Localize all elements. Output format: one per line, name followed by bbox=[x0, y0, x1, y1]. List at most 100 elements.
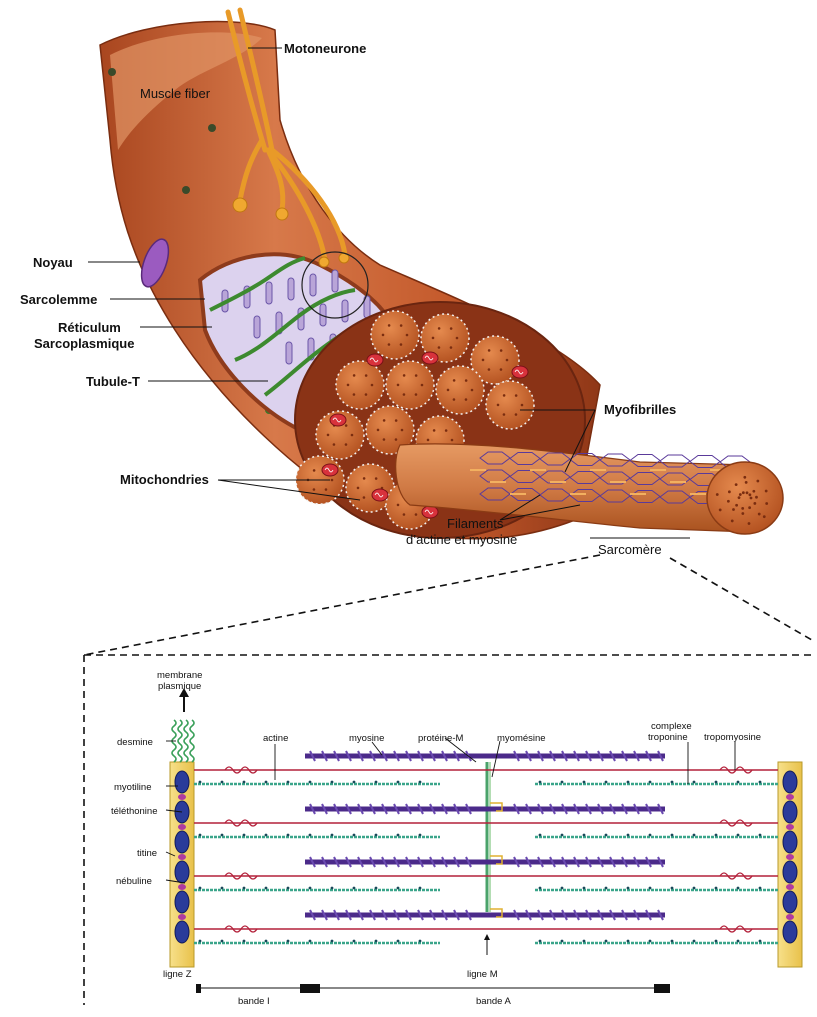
troponin-dot bbox=[331, 887, 334, 890]
myofibril-dot bbox=[383, 419, 386, 422]
label-titine: titine bbox=[137, 848, 157, 859]
label-sarcolemme: Sarcolemme bbox=[20, 292, 97, 307]
z-disc-protein bbox=[783, 921, 797, 943]
myofibril-dot bbox=[503, 413, 506, 416]
reticulum-loop bbox=[310, 274, 316, 296]
troponin-dot bbox=[309, 940, 312, 943]
label-desmine: desmine bbox=[117, 737, 153, 748]
reticulum-loop bbox=[266, 282, 272, 304]
myofibril-dot bbox=[415, 374, 418, 377]
troponin-dot bbox=[375, 940, 378, 943]
troponin-dot bbox=[715, 781, 718, 784]
troponin-dot bbox=[561, 887, 564, 890]
telethonin-blob bbox=[178, 914, 186, 920]
end-dot bbox=[742, 491, 745, 494]
desmin-strand bbox=[178, 720, 182, 762]
troponin-dot bbox=[715, 834, 718, 837]
myofibril-dot bbox=[365, 393, 368, 396]
troponin-dot bbox=[737, 940, 740, 943]
telethonin-blob bbox=[786, 794, 794, 800]
myofibril-dot bbox=[456, 337, 459, 340]
myofibril-dot bbox=[357, 487, 360, 490]
troponin-dot bbox=[353, 940, 356, 943]
troponin-dot bbox=[715, 887, 718, 890]
telethonin-blob bbox=[178, 794, 186, 800]
troponin-dot bbox=[627, 887, 630, 890]
myofibril-dot bbox=[403, 513, 406, 516]
end-dot bbox=[727, 500, 730, 503]
z-disc-protein bbox=[783, 831, 797, 853]
myofibril-dot bbox=[377, 429, 380, 432]
myofibril-dot bbox=[397, 384, 400, 387]
troponin-dot bbox=[583, 940, 586, 943]
end-dot bbox=[719, 509, 722, 512]
label-myotiline: myotiline bbox=[114, 782, 152, 793]
troponin-dot bbox=[419, 887, 422, 890]
end-dot bbox=[758, 513, 761, 516]
telethonin-blob bbox=[786, 854, 794, 860]
z-disc-protein bbox=[783, 801, 797, 823]
telethonin-blob bbox=[178, 854, 186, 860]
reticulum-loop bbox=[288, 278, 294, 300]
label-sarcomere: Sarcomère bbox=[598, 542, 662, 557]
telethonin-blob bbox=[178, 824, 186, 830]
label-complexe: complexe bbox=[651, 721, 692, 732]
end-dot bbox=[741, 512, 744, 515]
label-mitochondries: Mitochondries bbox=[120, 472, 209, 487]
myofibril-dot bbox=[497, 404, 500, 407]
label-telethonine: téléthonine bbox=[111, 806, 157, 817]
end-dot bbox=[731, 520, 734, 523]
troponin-dot bbox=[759, 834, 762, 837]
myofibril-dot bbox=[403, 393, 406, 396]
z-disc-protein bbox=[175, 771, 189, 793]
troponin-dot bbox=[419, 940, 422, 943]
reticulum-loop bbox=[342, 300, 348, 322]
myofibril-dot bbox=[353, 393, 356, 396]
telethonin-blob bbox=[786, 824, 794, 830]
telethonin-blob bbox=[786, 884, 794, 890]
troponin-dot bbox=[353, 834, 356, 837]
mitochondrion bbox=[322, 464, 338, 476]
end-dot bbox=[735, 483, 738, 486]
z-disc-protein bbox=[175, 891, 189, 913]
end-dot bbox=[735, 504, 738, 507]
myofibril-dot bbox=[397, 504, 400, 507]
myofibril-dot bbox=[433, 429, 436, 432]
label-membrane: membrane bbox=[157, 670, 202, 681]
mitochondrion bbox=[422, 506, 438, 518]
myofibril-dot bbox=[351, 434, 354, 437]
troponin-dot bbox=[243, 781, 246, 784]
troponin-dot bbox=[693, 940, 696, 943]
troponin-dot bbox=[539, 940, 542, 943]
desmin-strand bbox=[190, 720, 194, 762]
troponin-dot bbox=[605, 834, 608, 837]
myofibril-dot bbox=[327, 434, 330, 437]
troponin-dot bbox=[605, 940, 608, 943]
troponin-dot bbox=[221, 834, 224, 837]
troponin-dot bbox=[627, 940, 630, 943]
troponin-dot bbox=[649, 940, 652, 943]
myofibril-dot bbox=[447, 389, 450, 392]
myofibril-dot bbox=[313, 488, 316, 491]
myofibril-dot bbox=[395, 419, 398, 422]
myofibril-dot bbox=[331, 479, 334, 482]
troponin-dot bbox=[375, 781, 378, 784]
myofibril-dot bbox=[515, 413, 518, 416]
myofibril-dot bbox=[403, 374, 406, 377]
troponin-dot bbox=[309, 781, 312, 784]
myofibril-dot bbox=[465, 379, 468, 382]
myofibril-dot bbox=[415, 393, 418, 396]
troponin-dot bbox=[759, 887, 762, 890]
troponin-dot bbox=[671, 940, 674, 943]
end-dot bbox=[755, 496, 758, 499]
end-dot bbox=[739, 493, 742, 496]
troponin-dot bbox=[375, 834, 378, 837]
troponin-dot bbox=[561, 781, 564, 784]
label-myosine: myosine bbox=[349, 733, 384, 744]
myofibril-dot bbox=[345, 443, 348, 446]
troponin-dot bbox=[397, 834, 400, 837]
end-dot bbox=[748, 506, 751, 509]
label-plasmique: plasmique bbox=[158, 681, 201, 692]
myofibril-dot bbox=[503, 394, 506, 397]
